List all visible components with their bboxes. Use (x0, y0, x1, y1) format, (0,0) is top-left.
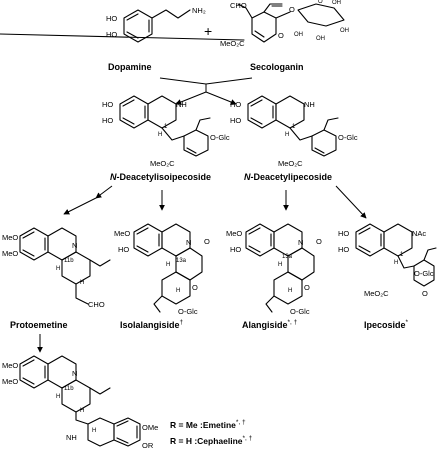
al-n: N (298, 238, 303, 247)
nd-ho-1: HO (230, 100, 241, 109)
em-or: OR (142, 441, 154, 450)
ndi-o-glc: O-Glc (210, 133, 230, 142)
dopamine-ho-bottom: HO (106, 30, 117, 39)
glc-oh-3: OH (316, 36, 325, 42)
pe-meo-1: MeO (2, 233, 18, 242)
al-h2: H (288, 288, 292, 294)
il-n: N (186, 238, 191, 247)
label-emetine: R = Me :Emetine*, † (170, 419, 246, 430)
em-nh: NH (66, 433, 77, 442)
al-h1: H (278, 262, 282, 268)
nd-pos1: 1 (292, 124, 296, 130)
il-o-carbonyl: O (204, 237, 210, 246)
nd-h1: H (285, 132, 289, 138)
label-secologanin: Secologanin (250, 62, 304, 72)
ndi-ho-1: HO (102, 100, 113, 109)
il-pos13a: 13a (176, 258, 187, 264)
glc-ring-o: O (318, 0, 323, 5)
al-ring-o: O (304, 283, 310, 292)
il-ring-o: O (192, 283, 198, 292)
il-meo: MeO (114, 229, 130, 238)
al-meo: MeO (226, 229, 242, 238)
glc-oh-4: OH (332, 0, 341, 6)
ip-nac: NAc (412, 229, 426, 238)
pe-n: N (72, 241, 77, 250)
al-o-carbonyl: O (316, 237, 322, 246)
secologanin-meo2c: MeO₂C (220, 39, 245, 48)
alangiside-structure: MeO HO N O 13a H H O O-Glc (226, 223, 322, 316)
emetine-cephaeline-structure: MeO MeO N 11b H H NH H OMe OR (2, 355, 158, 450)
pe-cho: CHO (88, 300, 105, 309)
ip-o-glc: O-Glc (414, 269, 434, 278)
ndi-ho-2: HO (102, 116, 113, 125)
n-deacetylisoipecoside-structure: HO HO NH H 1 O-Glc MeO₂C (102, 95, 230, 168)
il-h1: H (166, 262, 170, 268)
nd-meo2c: MeO₂C (278, 159, 303, 168)
label-protoemetine: Protoemetine (10, 320, 68, 330)
dopamine-structure: HO HO NH₂ (106, 6, 206, 43)
em-n: N (72, 369, 77, 378)
pe-meo-2: MeO (2, 249, 18, 258)
plus-sign: + (204, 23, 212, 39)
glc-oh-2: OH (294, 32, 303, 38)
nd-ho-2: HO (230, 116, 241, 125)
ndi-meo2c: MeO₂C (150, 159, 175, 168)
pe-pos11b: 11b (64, 258, 74, 264)
ndi-nh: NH (176, 100, 187, 109)
label-alangiside: Alangiside*, † (242, 319, 298, 330)
label-dopamine: Dopamine (108, 62, 152, 72)
nd-o-glc: O-Glc (338, 133, 358, 142)
em-h3: H (92, 428, 96, 434)
secologanin-o: O (289, 5, 295, 14)
al-o-glc: O-Glc (290, 307, 310, 316)
em-meo-1: MeO (2, 361, 18, 370)
protoemetine-structure: MeO MeO N 11b H H CHO (2, 227, 111, 309)
em-pos11b: 11b (64, 386, 74, 392)
nd-nh: NH (304, 100, 315, 109)
pe-h2: H (80, 280, 84, 286)
secologanin-structure: CHO MeO₂C O O O OH OH OH OH (0, 0, 349, 48)
il-ho: HO (118, 245, 129, 254)
em-h1: H (56, 394, 60, 400)
pe-h1: H (56, 266, 60, 272)
ip-meo2c: MeO₂C (364, 289, 389, 298)
al-pos13a: 13a (282, 254, 293, 260)
il-o-glc: O-Glc (178, 307, 198, 316)
label-n-deacetylipecoside: N-Deacetylipecoside (244, 172, 332, 182)
secologanin-cho: CHO (230, 1, 247, 10)
ndi-pos1: 1 (164, 124, 168, 130)
n-deacetylipecoside-structure: HO HO NH H 1 O-Glc MeO₂C (230, 95, 358, 168)
ip-ring-o: O (422, 289, 428, 298)
label-n-deacetylisoipecoside: N-Deacetylisoipecoside (110, 172, 211, 182)
il-h2: H (176, 288, 180, 294)
ndi-h1: H (158, 132, 162, 138)
dopamine-ho-top: HO (106, 14, 117, 23)
ip-h1: H (394, 260, 398, 266)
ip-ho-1: HO (338, 229, 349, 238)
ip-ho-2: HO (338, 245, 349, 254)
em-meo-2: MeO (2, 377, 18, 386)
em-h2: H (80, 408, 84, 414)
label-isolalangiside: Isolalangiside† (120, 319, 184, 330)
em-ome: OMe (142, 423, 158, 432)
label-cephaeline: R = H :Cephaeline*, † (170, 435, 253, 446)
al-ho: HO (230, 245, 241, 254)
ip-pos1: 1 (400, 252, 404, 258)
secologanin-ring-o: O (278, 31, 284, 40)
glc-oh-1: OH (340, 28, 349, 34)
dopamine-nh2: NH₂ (192, 6, 206, 15)
isolalangiside-structure: MeO HO N O 13a H H O O-Glc (114, 223, 210, 316)
ipecoside-structure: HO HO NAc H 1 O O-Glc MeO₂C (338, 223, 437, 298)
label-ipecoside: Ipecoside* (364, 319, 409, 330)
